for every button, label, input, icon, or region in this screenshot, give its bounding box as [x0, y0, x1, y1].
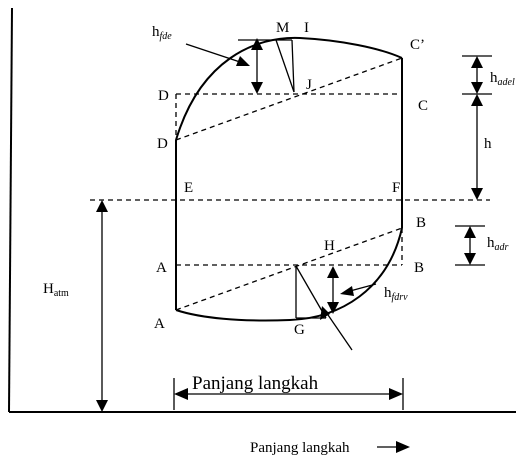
axis-arrow-head	[396, 441, 410, 453]
h-atm-arrow-down	[96, 400, 108, 412]
label-H: H	[324, 238, 335, 254]
h-atm-arrow-up	[96, 200, 108, 212]
dashed-diagonal-A-to-B	[175, 227, 403, 311]
label-axis-stroke: Panjang langkah	[250, 440, 350, 456]
label-h-adel: hadel	[490, 70, 515, 88]
label-C: C	[418, 98, 428, 114]
h-fdrv-arrow-down	[327, 302, 339, 314]
h-fdrv-pointer-line	[349, 283, 377, 292]
h-fdrv-arrow-up	[327, 266, 339, 278]
h-fde-pointer-head	[236, 56, 250, 66]
h-adel-arrow-down	[471, 82, 483, 94]
label-B-lower: B	[414, 260, 424, 276]
label-h-fde: hfde	[152, 24, 172, 42]
label-A-mid: A	[156, 260, 167, 276]
label-A-low: A	[154, 316, 165, 332]
label-G: G	[294, 322, 305, 338]
label-I: I	[304, 20, 309, 36]
stroke-arrow-right	[389, 388, 403, 400]
h-arrow-down	[471, 188, 483, 200]
label-C-prime: C’	[410, 37, 425, 53]
label-J: J	[306, 77, 312, 93]
g-pointer-head	[320, 306, 330, 320]
h-fde-pointer-line	[185, 43, 241, 63]
label-h-adr: hadr	[487, 235, 509, 253]
lower-curve-B-to-A	[175, 227, 403, 322]
label-E: E	[184, 180, 193, 196]
segment-diagonal-G	[295, 265, 327, 319]
label-stroke-length: Panjang langkah	[192, 373, 319, 394]
label-B-upper: B	[416, 215, 426, 231]
h-adr-arrow-down	[464, 253, 476, 265]
stroke-arrow-left	[174, 388, 188, 400]
vertical-axis	[8, 7, 13, 413]
h-arrow-up	[471, 94, 483, 106]
segment-M-J	[275, 39, 295, 93]
h-adr-arrow-up	[464, 226, 476, 238]
label-M: M	[276, 20, 289, 36]
h-adel-arrow-up	[471, 56, 483, 68]
h-fde-arrow-up	[251, 38, 263, 50]
label-D-lower: D	[157, 136, 168, 152]
label-h-fdrv: hfdrv	[384, 285, 408, 303]
label-D-top: D	[158, 88, 169, 104]
label-H-atm: Hatm	[43, 281, 69, 299]
g-pointer-line	[325, 311, 353, 351]
segment-I-J	[291, 39, 295, 93]
label-F: F	[392, 180, 400, 196]
h-fde-arrow-down	[251, 82, 263, 94]
upper-curve-D-to-C-prime	[175, 36, 403, 141]
dashed-diagonal-D-to-C-prime	[175, 57, 403, 141]
h-fdrv-pointer-head	[340, 286, 354, 296]
label-h: h	[484, 136, 492, 152]
